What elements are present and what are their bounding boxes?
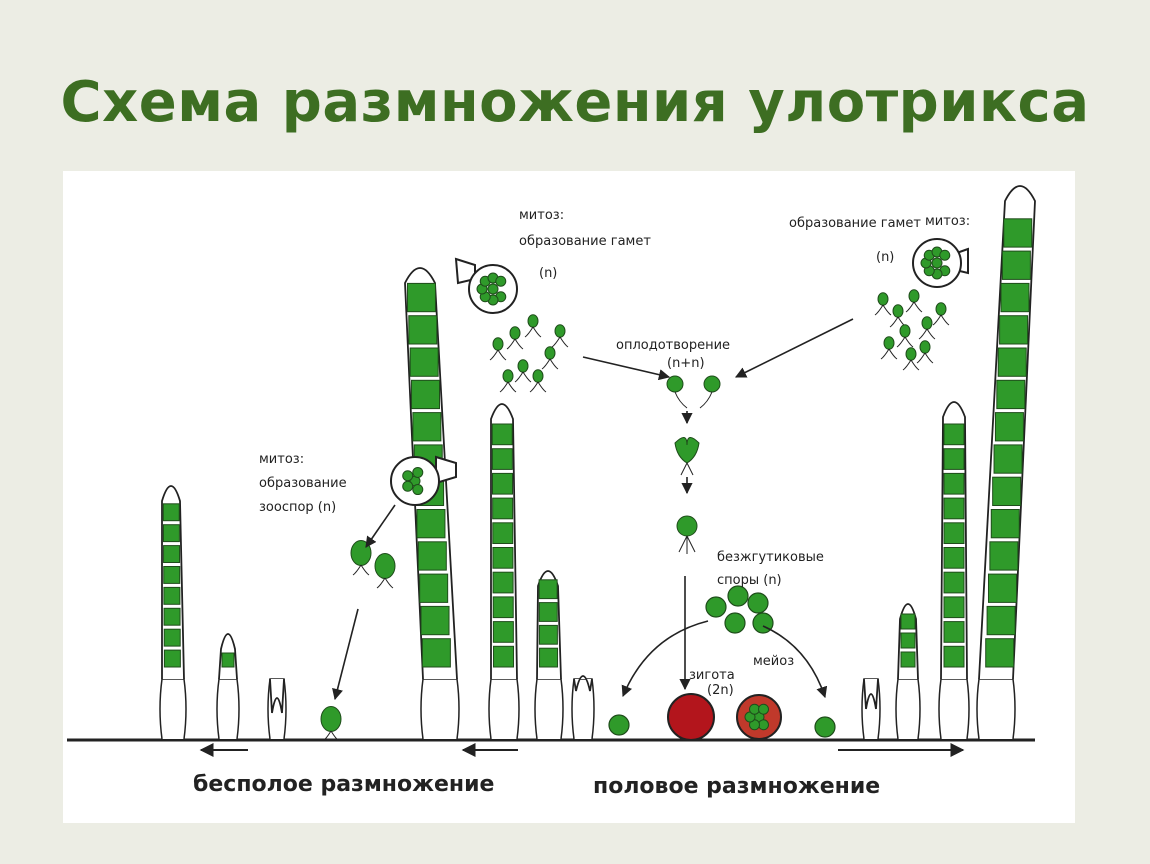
spore xyxy=(705,596,727,618)
filaments-group xyxy=(159,185,1036,740)
gamete xyxy=(874,292,892,316)
spores-group xyxy=(608,585,836,738)
gamete xyxy=(506,326,524,350)
label-zygote-1: зигота xyxy=(689,668,735,683)
gamete xyxy=(916,340,934,364)
gamete xyxy=(541,346,559,370)
spore xyxy=(727,585,749,607)
filament xyxy=(861,678,881,740)
gamete xyxy=(918,316,936,340)
label-mitosis-gametes-left-1: митоз: xyxy=(519,208,564,223)
ulothrix-diagram: митоз: образование гамет (n) митоз: обра… xyxy=(67,185,1036,799)
spore xyxy=(724,612,746,634)
label-zygote-2: (2n) xyxy=(707,683,734,698)
filament xyxy=(159,485,187,740)
filament xyxy=(938,401,970,740)
gametes-group xyxy=(320,289,950,742)
filament xyxy=(216,633,240,740)
gamete xyxy=(374,553,396,589)
fertilization-stages xyxy=(666,375,721,554)
gamete xyxy=(905,289,923,313)
gamete xyxy=(320,706,342,742)
label-mitosis-zoospores-1: митоз: xyxy=(259,452,304,467)
gamete xyxy=(499,369,517,393)
spore xyxy=(814,716,836,738)
filament xyxy=(534,570,564,740)
label-haploid-right: (n) xyxy=(876,250,894,265)
label-mitosis-zoospores-3: зооспор (n) xyxy=(259,500,336,515)
gamete xyxy=(489,337,507,361)
process-arrows xyxy=(332,318,854,701)
filament xyxy=(976,185,1036,740)
label-haploid-left: (n) xyxy=(539,266,557,281)
label-mitosis-gametes-right-1: митоз: xyxy=(925,214,970,229)
spore xyxy=(747,592,769,614)
gamete xyxy=(896,324,914,348)
label-fertilization-ploidy: (n+n) xyxy=(667,356,705,371)
label-flagellaless-2: споры (n) xyxy=(717,573,782,588)
zygote xyxy=(667,693,715,741)
gamete xyxy=(902,347,920,371)
filament xyxy=(895,603,921,740)
label-fertilization: оплодотворение xyxy=(616,338,730,353)
gamete xyxy=(932,302,950,326)
gametangium-right xyxy=(912,238,969,288)
filament xyxy=(267,678,287,740)
gamete xyxy=(889,304,907,328)
gamete xyxy=(350,540,372,576)
label-flagellaless-1: безжгутиковые xyxy=(717,550,824,565)
slide-title: Схема размножения улотрикса xyxy=(60,70,1090,135)
spore xyxy=(608,714,630,736)
diagram-panel: митоз: образование гамет (n) митоз: обра… xyxy=(63,171,1075,823)
filament xyxy=(488,403,520,740)
label-asexual: бесполое размножение xyxy=(193,772,494,797)
zoosporangium xyxy=(390,455,457,506)
gamete xyxy=(524,314,542,338)
filament xyxy=(571,675,595,740)
meiosis-tetrad xyxy=(736,694,782,740)
label-meiosis: мейоз xyxy=(753,654,794,669)
label-mitosis-gametes-left-2: образование гамет xyxy=(519,234,651,249)
label-mitosis-gametes-right-2: образование гамет xyxy=(789,216,921,231)
gamete xyxy=(514,359,532,383)
gamete xyxy=(529,369,547,393)
gametangium-left xyxy=(454,257,518,314)
label-mitosis-zoospores-2: образование xyxy=(259,476,347,491)
gamete xyxy=(880,336,898,360)
gamete xyxy=(551,324,569,348)
label-sexual: половое размножение xyxy=(593,774,880,799)
